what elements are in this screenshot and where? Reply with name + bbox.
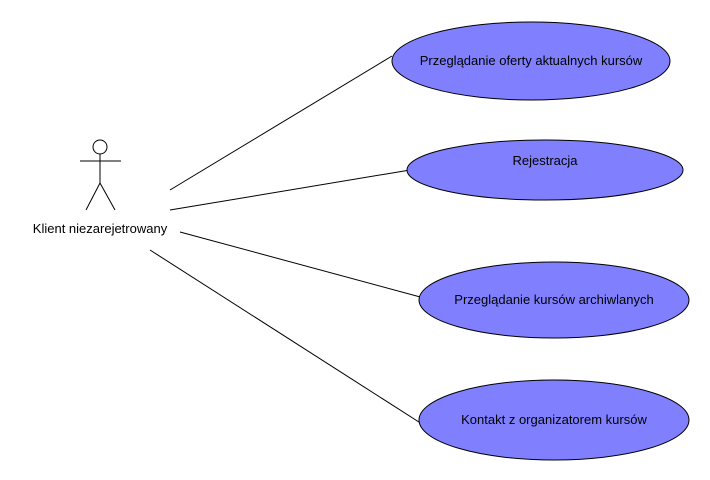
use-case-rejestracja[interactable]: Rejestracja [406,139,684,201]
association-line-1 [169,55,393,191]
association-line-3 [179,231,425,299]
use-case-label: Przeglądanie oferty aktualnych kursów [420,53,643,68]
use-case-label: Rejestracja [512,153,578,168]
use-case-przegladanie-archiwum[interactable]: Przeglądanie kursów archiwlanych [418,261,690,339]
use-case-ellipse [418,261,690,339]
use-case-label: Kontakt z organizatorem kursów [461,412,647,427]
use-case-kontakt[interactable]: Kontakt z organizatorem kursów [418,379,690,461]
association-line-2 [169,169,411,211]
association-line-4 [149,249,423,425]
use-case-przegladanie-oferty[interactable]: Przeglądanie oferty aktualnych kursów [391,21,671,101]
actor-label: Klient niezarejetrowany [33,221,168,236]
use-case-ellipse [391,21,671,101]
use-case-label: Przeglądanie kursów archiwlanych [454,292,653,307]
use-case-ellipse [406,139,684,201]
use-case-ellipse [418,379,690,461]
actor-stick-figure-icon [80,139,121,211]
